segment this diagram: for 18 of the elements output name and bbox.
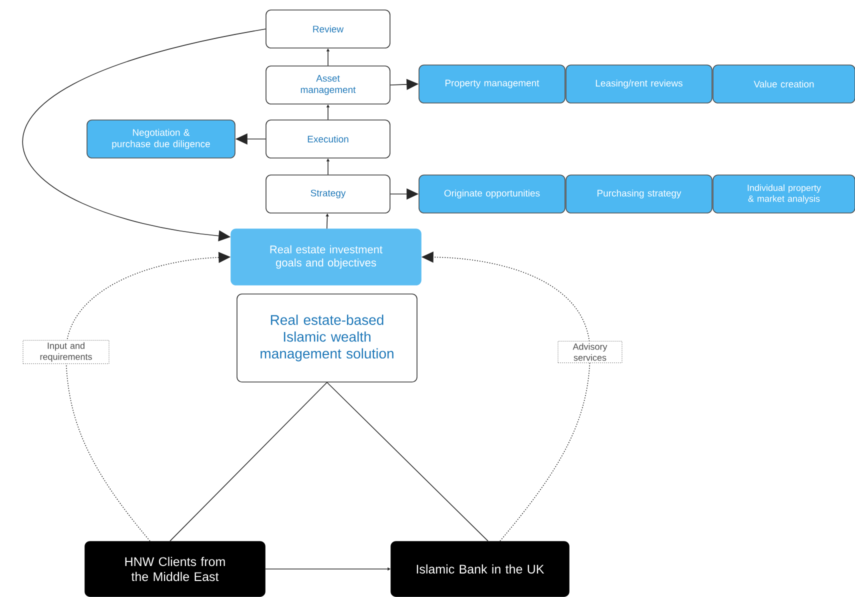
party-box: Islamic Bank in the UK — [390, 541, 570, 597]
activity-box: Individual property & market analysis — [712, 174, 855, 214]
party-box: HNW Clients from the Middle East — [84, 541, 266, 597]
process-box: Execution — [266, 120, 390, 158]
goal-box: Real estate investment goals and objectives — [230, 228, 422, 286]
process-box: Review — [266, 10, 390, 48]
activity-box: Leasing/rent reviews — [566, 64, 712, 104]
arrow — [22, 28, 266, 242]
activity-box: Value creation — [712, 64, 855, 104]
activity-box: Purchasing strategy — [566, 174, 712, 214]
process-box: Strategy — [266, 174, 390, 214]
activity-box: Property management — [418, 64, 566, 104]
process-box: Asset management — [266, 66, 390, 104]
activity-box: Originate opportunities — [418, 174, 566, 214]
activity-box: Negotiation & purchase due diligence — [86, 120, 236, 158]
edge-label: Advisory services — [558, 341, 622, 363]
process-box: Real estate-based Islamic wealth management solution — [236, 294, 418, 382]
edge-label: Input and requirements — [22, 340, 110, 364]
